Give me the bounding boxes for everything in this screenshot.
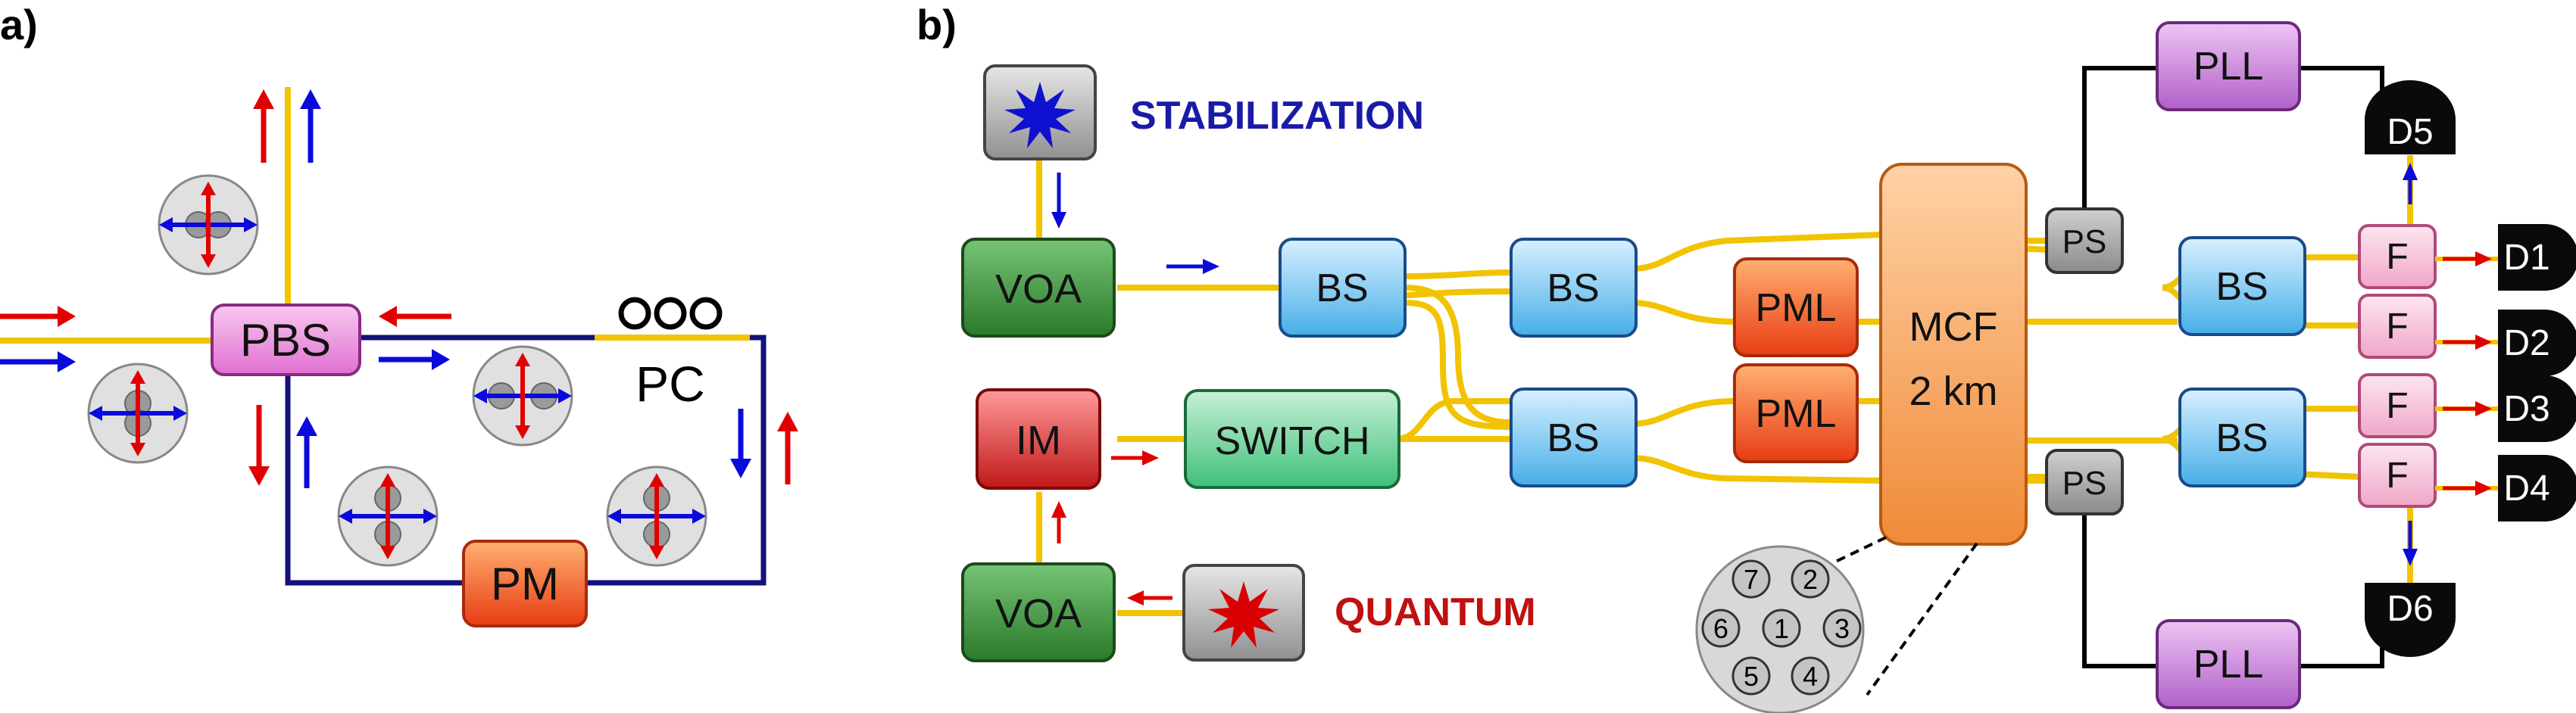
panel-b-label: b) bbox=[916, 1, 957, 48]
quantum-laser-icon bbox=[1182, 564, 1305, 662]
stabilization-label: STABILIZATION bbox=[1130, 94, 1424, 138]
detector-label: D6 bbox=[2387, 589, 2433, 629]
bs-box bbox=[1279, 238, 1407, 338]
panel-b-control-wires bbox=[2082, 66, 2384, 668]
quantum-label: QUANTUM bbox=[1335, 590, 1536, 634]
detector-icon: D6 bbox=[2365, 583, 2456, 657]
pll-top-label: PLL bbox=[2194, 45, 2264, 89]
pm-box bbox=[462, 540, 588, 627]
pbs-box bbox=[211, 304, 361, 376]
core-label: 7 bbox=[1744, 564, 1759, 595]
detector-icon: D3 bbox=[2498, 375, 2576, 442]
filter-label: F bbox=[2386, 456, 2408, 496]
pc-label: PC bbox=[635, 356, 705, 412]
core-label: 6 bbox=[1713, 613, 1728, 644]
detector-icon: D5 bbox=[2365, 80, 2456, 154]
mcf-cross-section: 1 2 3 4 5 6 7 bbox=[1695, 536, 1978, 713]
core-label: 1 bbox=[1774, 613, 1789, 644]
pll-top-box bbox=[2156, 21, 2301, 111]
filter-label: F bbox=[2386, 307, 2408, 347]
im-label: IM bbox=[1016, 418, 1061, 463]
panel-b-arrows bbox=[1051, 163, 2418, 606]
pml-bottom-label: PML bbox=[1756, 392, 1837, 436]
ps-bottom-box bbox=[2045, 449, 2124, 515]
ps-top-box bbox=[2045, 207, 2124, 274]
filter-output-arrows bbox=[2435, 251, 2500, 496]
pml-top-label: PML bbox=[1756, 286, 1837, 330]
pml-top-box bbox=[1733, 257, 1859, 357]
bs-label: BS bbox=[2215, 265, 2268, 309]
voa-bottom-box bbox=[961, 562, 1116, 662]
im-box bbox=[976, 388, 1101, 490]
panel-a-arrows bbox=[0, 89, 798, 488]
detector-label: D2 bbox=[2503, 323, 2549, 363]
core-label: 5 bbox=[1744, 661, 1759, 692]
polarization-state-icon bbox=[337, 465, 439, 567]
panel-a-fibers bbox=[0, 87, 750, 344]
detector-label: D5 bbox=[2387, 112, 2433, 152]
ps-bottom-label: PS bbox=[2062, 465, 2107, 502]
core-label: 3 bbox=[1834, 613, 1850, 644]
filter-box bbox=[2358, 373, 2437, 438]
detector-label: D3 bbox=[2503, 389, 2549, 429]
panel-a-loop bbox=[285, 335, 767, 586]
panel-a: PBS PM PC bbox=[0, 87, 798, 627]
bs-label: BS bbox=[1316, 266, 1368, 310]
filter-box bbox=[2358, 294, 2437, 359]
bs-box bbox=[2178, 388, 2306, 487]
bs-label: BS bbox=[1547, 266, 1599, 310]
panel-b: STABILIZATION QUANTUM VOA VOA IM SWITCH … bbox=[961, 21, 2576, 713]
bs-box bbox=[1510, 238, 1638, 338]
voa-top-label: VOA bbox=[995, 266, 1082, 312]
bs-box bbox=[1510, 388, 1638, 487]
pbs-label: PBS bbox=[240, 315, 331, 366]
panel-b-fibers bbox=[1036, 155, 2413, 616]
detector-icon: D4 bbox=[2498, 455, 2576, 522]
pml-bottom-box bbox=[1733, 363, 1859, 463]
detector-label: D1 bbox=[2503, 238, 2549, 278]
switch-box bbox=[1184, 389, 1400, 489]
core-label: 2 bbox=[1803, 564, 1818, 595]
polarization-state-icon bbox=[606, 465, 707, 567]
polarization-state-icon bbox=[158, 174, 259, 276]
voa-bottom-label: VOA bbox=[995, 591, 1082, 637]
bs-box bbox=[2178, 236, 2306, 336]
mcf-length-label: 2 km bbox=[1909, 369, 1997, 414]
mcf-box bbox=[1879, 163, 2028, 546]
pll-bottom-label: PLL bbox=[2194, 643, 2264, 687]
pll-bottom-box bbox=[2156, 619, 2301, 709]
polarization-state-icon bbox=[472, 345, 573, 447]
detector-label: D4 bbox=[2503, 469, 2549, 509]
panel-a-label: a) bbox=[0, 1, 38, 48]
bs-label: BS bbox=[1547, 416, 1599, 460]
voa-top-box bbox=[961, 238, 1116, 338]
pm-label: PM bbox=[491, 559, 559, 609]
filter-label: F bbox=[2386, 237, 2408, 277]
stabilization-laser-icon bbox=[983, 64, 1097, 160]
polarization-state-icon bbox=[87, 363, 189, 464]
core-label: 4 bbox=[1803, 661, 1818, 692]
mcf-label: MCF bbox=[1909, 304, 1998, 350]
filter-label: F bbox=[2386, 386, 2408, 426]
pc-coil-icon bbox=[618, 297, 723, 330]
ps-top-label: PS bbox=[2062, 223, 2107, 260]
detector-icon: D1 bbox=[2498, 224, 2576, 291]
detector-icon: D2 bbox=[2498, 310, 2576, 376]
filter-box bbox=[2358, 443, 2437, 508]
switch-label: SWITCH bbox=[1214, 419, 1369, 463]
bs-label: BS bbox=[2215, 416, 2268, 460]
